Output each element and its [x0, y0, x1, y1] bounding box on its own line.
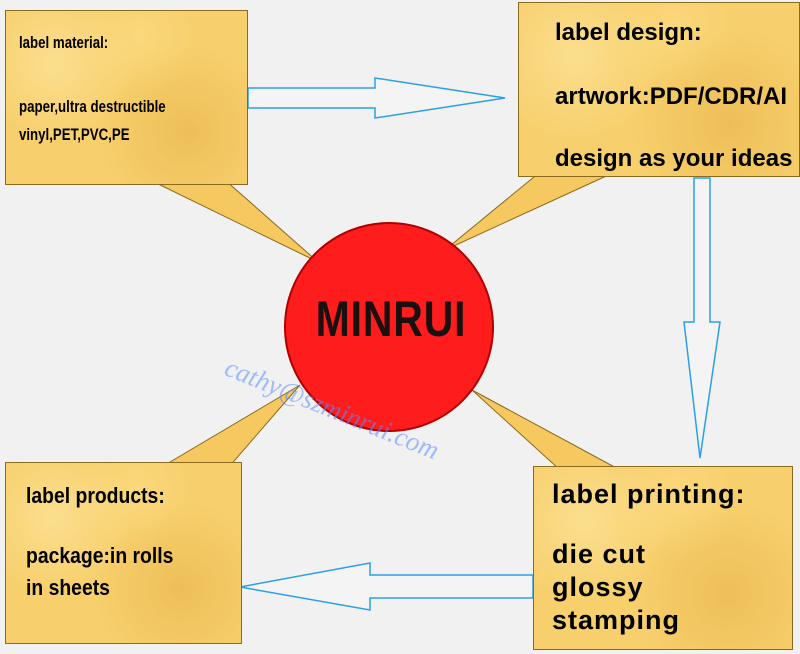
pointer-printing [471, 389, 621, 471]
design-heading: label design: [555, 19, 702, 46]
design-line-2: design as your ideas [555, 145, 793, 172]
material-line-2: vinyl,PET,PVC,PE [19, 125, 130, 144]
products-heading: label products: [26, 483, 165, 508]
pointer-design [444, 171, 616, 251]
box-label-products: label products: package:in rolls in shee… [5, 462, 242, 644]
box-label-material: label material: paper,ultra destructible… [5, 10, 248, 185]
arrow-design-to-printing [683, 177, 721, 459]
material-heading: label material: [19, 33, 109, 52]
design-line-1: artwork:PDF/CDR/AI [555, 83, 788, 110]
pointer-material [149, 179, 319, 263]
arrow-printing-to-products [239, 562, 534, 611]
products-line-2: in sheets [26, 575, 110, 600]
arrow-material-to-design [247, 77, 506, 119]
printing-line-1: die cut [552, 539, 647, 569]
box-label-design: label design: artwork:PDF/CDR/AI design … [518, 2, 800, 177]
printing-line-2: glossy [552, 572, 644, 602]
products-line-1: package:in rolls [26, 543, 174, 568]
box-label-printing: label printing: die cut glossy stamping [533, 466, 793, 650]
center-circle [284, 222, 494, 432]
center-label: MINRUI [315, 291, 467, 347]
printing-heading: label printing: [552, 479, 746, 509]
printing-line-3: stamping [552, 605, 681, 635]
material-line-1: paper,ultra destructible [19, 97, 166, 116]
